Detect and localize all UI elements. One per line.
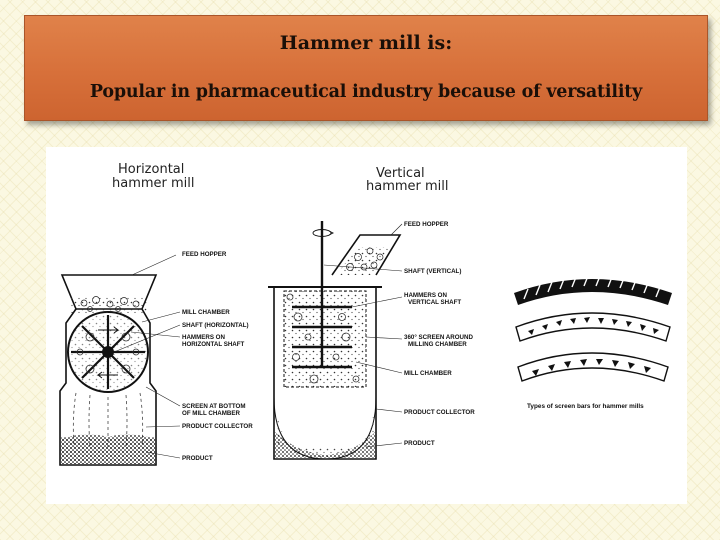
diagram-svg: Horizontal hammer mill xyxy=(59,162,672,466)
h-label-shaft: SHAFT (HORIZONTAL) xyxy=(182,322,249,329)
h-label-screen-2: OF MILL CHAMBER xyxy=(182,410,241,417)
screen-bar-1 xyxy=(514,275,672,305)
v-label-feed-hopper: FEED HOPPER xyxy=(404,221,449,228)
screen-bars-caption: Types of screen bars for hammer mills xyxy=(527,403,644,410)
slide-title: Hammer mill is: xyxy=(279,32,453,54)
h-label-mill-chamber: MILL CHAMBER xyxy=(182,309,230,316)
vertical-360-screen xyxy=(283,290,367,388)
v-label-shaft: SHAFT (VERTICAL) xyxy=(404,268,461,275)
v-label-screen-1: 360° SCREEN AROUND xyxy=(404,334,473,341)
vertical-heading-line1: Vertical xyxy=(376,166,425,181)
screen-bar-2 xyxy=(515,312,671,342)
h-label-product: PRODUCT xyxy=(182,455,213,462)
vertical-heading-line2: hammer mill xyxy=(366,179,449,194)
h-label-screen-1: SCREEN AT BOTTOM xyxy=(182,403,245,410)
screen-bar-types: Types of screen bars for hammer mills xyxy=(514,275,672,410)
v-label-screen-2: MILLING CHAMBER xyxy=(408,341,467,348)
hammer-mill-diagram: Horizontal hammer mill xyxy=(46,147,687,504)
v-label-hammers-1: HAMMERS ON xyxy=(404,292,447,299)
horizontal-shaft xyxy=(102,346,114,358)
vertical-feed-hopper xyxy=(331,234,402,276)
horizontal-hopper-particles xyxy=(70,297,148,313)
v-label-mill-chamber: MILL CHAMBER xyxy=(404,370,452,377)
v-label-product: PRODUCT xyxy=(404,440,435,447)
horizontal-mill-chamber xyxy=(59,308,157,466)
horizontal-heading-line2: hammer mill xyxy=(112,176,195,191)
v-label-product-collector: PRODUCT COLLECTOR xyxy=(404,409,475,416)
vertical-hammer-mill: Vertical hammer mill xyxy=(268,166,475,460)
h-label-feed-hopper: FEED HOPPER xyxy=(182,251,227,258)
slide-subtitle: Popular in pharmaceutical industry becau… xyxy=(89,82,643,102)
screen-bar-3 xyxy=(517,352,669,382)
title-box: Hammer mill is: Popular in pharmaceutica… xyxy=(24,15,708,121)
h-label-hammers-1: HAMMERS ON xyxy=(182,334,225,341)
horizontal-heading-line1: Horizontal xyxy=(118,162,184,177)
horizontal-hammer-mill: Horizontal hammer mill xyxy=(59,162,253,466)
h-label-product-collector: PRODUCT COLLECTOR xyxy=(182,423,253,430)
h-label-hammers-2: HORIZONTAL SHAFT xyxy=(182,341,245,348)
v-label-hammers-2: VERTICAL SHAFT xyxy=(408,299,461,306)
